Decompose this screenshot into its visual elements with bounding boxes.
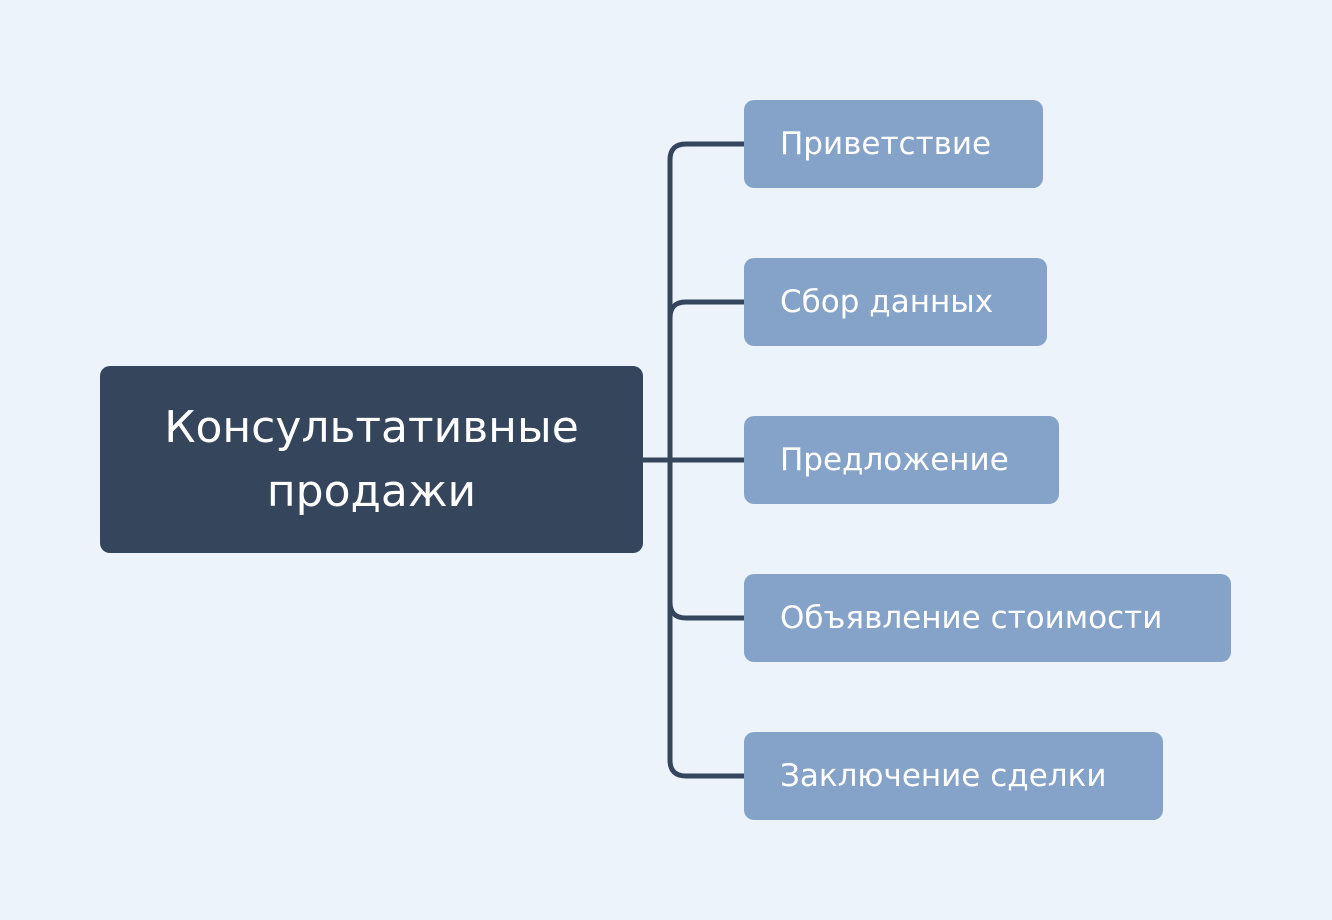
child-node-data-collection[interactable]: Сбор данных <box>744 258 1047 346</box>
child-node-greeting[interactable]: Приветствие <box>744 100 1043 188</box>
root-node[interactable]: Консультативные продажи <box>100 366 643 553</box>
child-label: Заключение сделки <box>780 758 1107 794</box>
connector-2 <box>667 299 745 319</box>
child-label: Предложение <box>780 442 1009 478</box>
connector-4 <box>667 601 745 621</box>
child-label: Приветствие <box>780 126 992 162</box>
child-label: Объявление стоимости <box>780 600 1163 636</box>
child-node-price-announcement[interactable]: Объявление стоимости <box>744 574 1231 662</box>
connector-top <box>667 141 745 779</box>
root-label: Консультативные продажи <box>164 401 579 517</box>
child-label: Сбор данных <box>780 284 994 320</box>
child-node-closing[interactable]: Заключение сделки <box>744 732 1163 820</box>
child-node-offer[interactable]: Предложение <box>744 416 1059 504</box>
